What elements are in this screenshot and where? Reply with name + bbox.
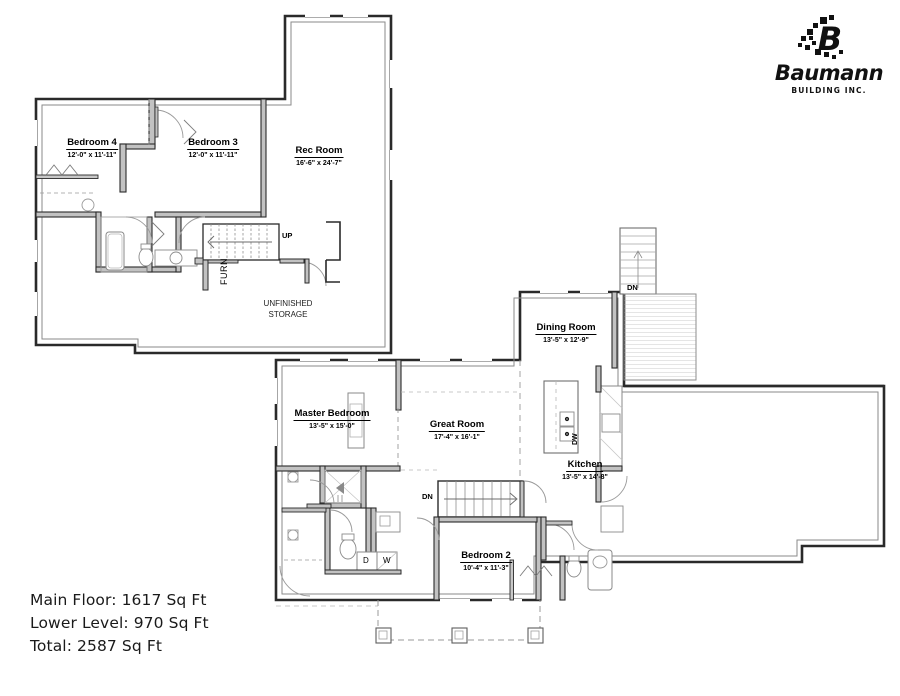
label-dishwasher: DW xyxy=(572,433,579,445)
area-lower-level: Lower Level: 970 Sq Ft xyxy=(30,614,209,632)
area-summary: Main Floor: 1617 Sq Ft Lower Level: 970 … xyxy=(30,589,209,658)
room-name-bedroom-4: Bedroom 4 xyxy=(66,137,118,150)
room-label-master-bedroom: Master Bedroom 13'-5" x 15'-0" xyxy=(293,403,371,432)
area-total: Total: 2587 Sq Ft xyxy=(30,637,163,655)
logo-wordmark: Baumann xyxy=(774,61,884,85)
logo-subtext: BUILDING INC. xyxy=(791,86,867,95)
room-dims-bedroom-2: 10'-4" x 11'-3" xyxy=(463,565,509,572)
label-furnace: FURN xyxy=(219,258,229,285)
svg-text:B: B xyxy=(818,20,842,58)
area-main-floor: Main Floor: 1617 Sq Ft xyxy=(30,591,207,609)
baumann-logo-mark-icon: B xyxy=(798,15,843,59)
room-dims-kitchen: 13'-5" x 14'-8" xyxy=(562,474,608,481)
room-dims-bedroom-3: 12'-0" x 11'-11" xyxy=(188,152,238,159)
room-name-dining-room: Dining Room xyxy=(535,322,597,335)
main-floor-plan xyxy=(274,227,886,644)
room-name-bedroom-2: Bedroom 2 xyxy=(460,550,512,563)
room-name-kitchen: Kitchen xyxy=(566,459,604,472)
room-dims-master-bedroom: 13'-5" x 15'-0" xyxy=(309,423,355,430)
label-unfinished-storage: UNFINISHED STORAGE xyxy=(264,298,313,320)
label-stairs-dn-exterior: DN xyxy=(627,283,638,292)
room-name-master-bedroom: Master Bedroom xyxy=(293,408,371,421)
room-label-rec-room: Rec Room 16'-6" x 24'-7" xyxy=(294,140,344,169)
label-unfinished-storage-line2: STORAGE xyxy=(268,310,308,319)
room-dims-great-room: 17'-4" x 16'-1" xyxy=(434,434,480,441)
room-label-bedroom-4: Bedroom 4 12'-0" x 11'-11" xyxy=(66,132,118,161)
room-dims-bedroom-4: 12'-0" x 11'-11" xyxy=(67,152,117,159)
room-label-dining-room: Dining Room 13'-5" x 12'-9" xyxy=(535,317,597,346)
company-logo: B Baumann BUILDING INC. xyxy=(774,14,884,95)
room-label-great-room: Great Room 17'-4" x 16'-1" xyxy=(428,414,486,443)
lower-level-plan xyxy=(34,14,393,355)
label-dryer: D xyxy=(363,556,369,565)
label-unfinished-storage-line1: UNFINISHED xyxy=(263,299,313,308)
label-washer: W xyxy=(383,556,391,565)
label-stairs-dn-interior: DN xyxy=(422,492,433,501)
room-dims-dining-room: 13'-5" x 12'-9" xyxy=(543,337,589,344)
room-name-rec-room: Rec Room xyxy=(294,145,344,158)
room-label-bedroom-2: Bedroom 2 10'-4" x 11'-3" xyxy=(460,545,512,574)
room-dims-rec-room: 16'-6" x 24'-7" xyxy=(296,160,342,167)
room-label-bedroom-3: Bedroom 3 12'-0" x 11'-11" xyxy=(187,132,239,161)
room-name-great-room: Great Room xyxy=(428,419,486,432)
label-stairs-up: UP xyxy=(282,231,293,240)
room-label-kitchen: Kitchen 13'-5" x 14'-8" xyxy=(562,454,608,483)
room-name-bedroom-3: Bedroom 3 xyxy=(187,137,239,150)
